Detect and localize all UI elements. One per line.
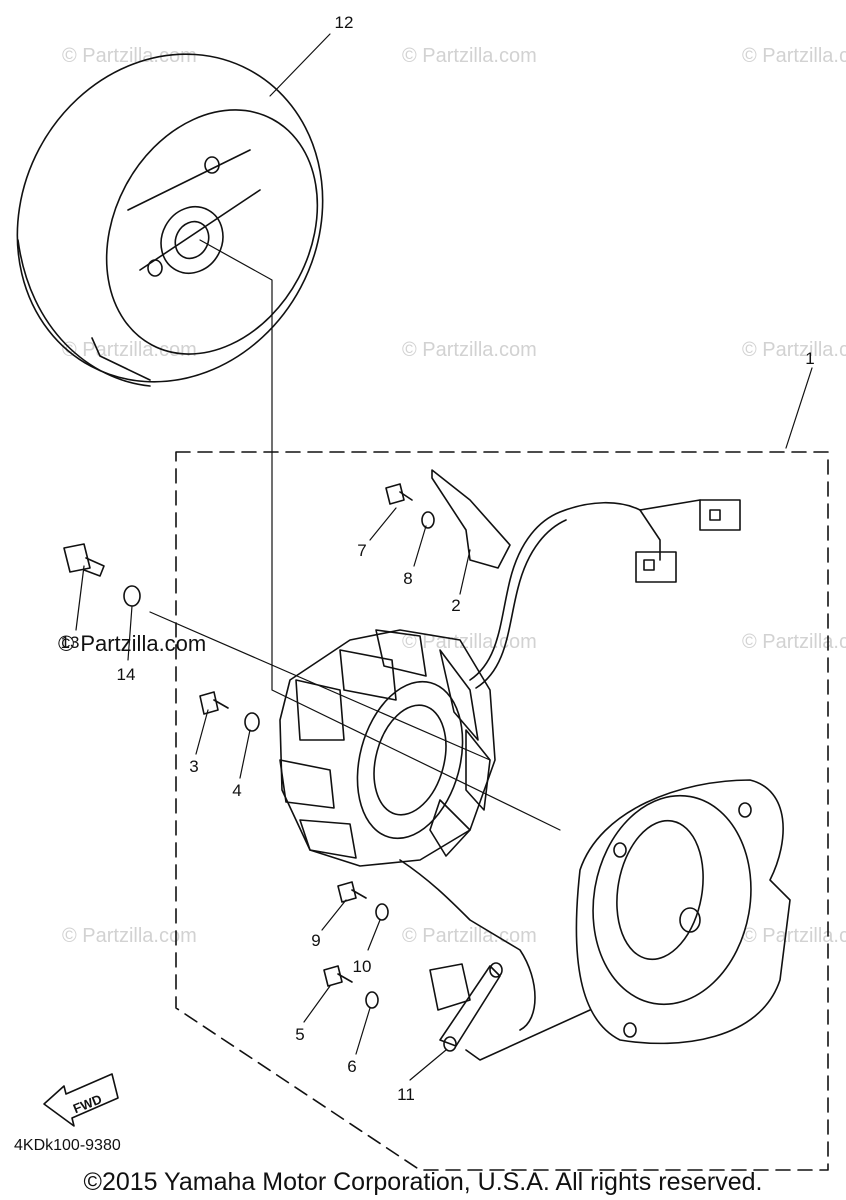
callout-3: 3 [189, 757, 198, 776]
callout-6: 6 [347, 1057, 356, 1076]
callout-1: 1 [805, 349, 814, 368]
washer-8 [421, 511, 435, 529]
screw-7 [385, 483, 413, 505]
wire-harness [469, 499, 741, 689]
flywheel-rotor [16, 53, 324, 387]
watermark: © Partzilla.com [402, 339, 537, 361]
watermark: © Partzilla.com [742, 45, 846, 67]
alignment-lines [149, 239, 561, 831]
screw-5 [323, 965, 353, 987]
fwd-label: FWD [71, 1091, 104, 1116]
watermark: © Partzilla.com [742, 631, 846, 653]
watermark: © Partzilla.com [62, 45, 197, 67]
callout-14: 14 [117, 665, 136, 684]
screw-13 [63, 543, 105, 577]
callout-8: 8 [403, 569, 412, 588]
copyright-notice: ©2015 Yamaha Motor Corporation, U.S.A. A… [84, 1168, 763, 1196]
callout-2: 2 [451, 596, 460, 615]
leader-lines [75, 33, 813, 1081]
callout-9: 9 [311, 931, 320, 950]
diagram-part-code: 4KDk100-9380 [14, 1137, 121, 1154]
washer-6 [365, 991, 379, 1009]
crankcase-cover [575, 779, 791, 1045]
assembly-boundary [175, 451, 829, 1171]
watermark: © Partzilla.com [742, 925, 846, 947]
callout-labels: 12 1 2 7 8 13 14 3 4 9 10 5 6 11 [61, 13, 815, 1104]
callout-13: 13 [61, 633, 80, 652]
watermark: © Partzilla.com [62, 339, 197, 361]
washer-4 [244, 712, 260, 732]
watermark: © Partzilla.com [402, 925, 537, 947]
stator-coil [279, 629, 496, 867]
wire-bracket [431, 469, 511, 569]
screw-9 [337, 881, 367, 903]
fwd-arrow [43, 1073, 119, 1127]
callout-5: 5 [295, 1025, 304, 1044]
callout-11: 11 [397, 1085, 415, 1104]
watermark: © Partzilla.com [742, 339, 846, 361]
washer-14 [123, 585, 141, 607]
washer-10 [375, 903, 389, 921]
watermark-layer: © Partzilla.com © Partzilla.com © Partzi… [62, 45, 846, 947]
watermark: © Partzilla.com [62, 925, 197, 947]
callout-7: 7 [357, 541, 366, 560]
callout-4: 4 [232, 781, 241, 800]
callout-12: 12 [335, 13, 354, 32]
screw-3 [199, 691, 229, 715]
watermark-overlay: © Partzilla.com [58, 631, 206, 656]
callout-10: 10 [353, 957, 372, 976]
pickup-coil [399, 859, 591, 1061]
watermark: © Partzilla.com [402, 45, 537, 67]
